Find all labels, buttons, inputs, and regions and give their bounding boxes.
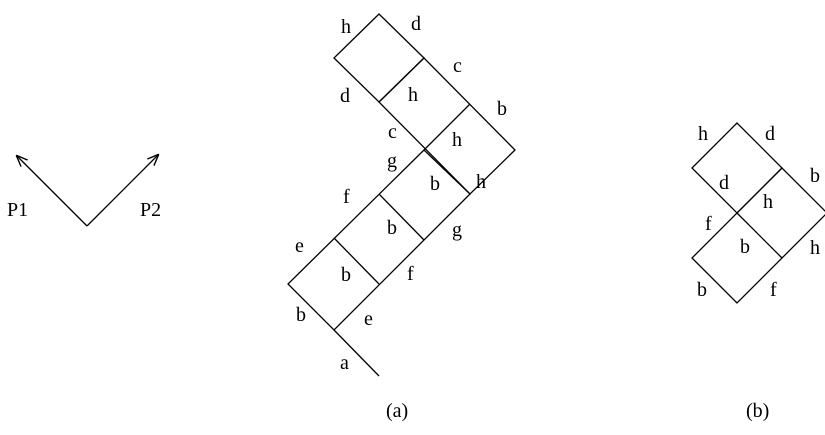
diagram-b-label-1: h	[698, 123, 708, 145]
diagram-a-label-10: b	[430, 173, 440, 195]
diagram-b-label-9: b	[697, 279, 707, 301]
direction-axes: P1 P2	[7, 155, 161, 227]
diagram-a-label-13: b	[387, 217, 397, 239]
diagram-b-divider	[736, 212, 783, 259]
diagram-a-lower-divider-1	[378, 193, 425, 241]
diagram-b-label-8: h	[810, 237, 820, 259]
diagram-a-label-12: f	[343, 186, 350, 208]
diagram-b-label-10: f	[770, 279, 777, 301]
diagram-a-label-7: c	[388, 121, 397, 143]
diagram-b-label-2: d	[765, 123, 775, 145]
diagram-a-label-15: e	[295, 235, 304, 257]
diagram-b-label-7: b	[740, 236, 750, 258]
diagram-b-label-4: d	[719, 172, 729, 194]
diagram-a-label-14: g	[452, 219, 462, 241]
diagram-a-lower-strip	[287, 149, 471, 331]
diagram-b-caption: (b)	[746, 400, 769, 422]
p1-label: P1	[7, 199, 28, 221]
diagram-a-label-1: h	[341, 16, 351, 38]
diagram-a-lower-divider-2	[333, 237, 380, 285]
diagram-b-label-5: h	[763, 191, 773, 213]
diagram-a-upper-strip-divider	[423, 103, 471, 151]
diagram-a-label-11: h	[476, 171, 486, 193]
diagram-a-label-17: f	[407, 263, 414, 285]
diagram-a: h d c d h b c h g b h f b g e b f b e a …	[287, 13, 516, 422]
diagram-a-label-6: b	[497, 98, 507, 120]
diagram-b-label-3: b	[810, 165, 820, 187]
diagram-a-label-19: e	[364, 308, 373, 330]
p2-label: P2	[140, 199, 161, 221]
diagram-a-label-20: a	[340, 352, 349, 374]
diagram-b-label-6: f	[705, 213, 712, 235]
diagram-a-caption: (a)	[386, 400, 408, 422]
diagram-a-label-2: d	[411, 13, 421, 35]
diagram-b: h d b d h f b h b f (b)	[691, 122, 825, 422]
diagram-a-label-5: h	[408, 84, 418, 106]
diagram-a-label-8: h	[452, 129, 462, 151]
diagram-a-label-16: b	[341, 264, 351, 286]
diagram-b-lower-strip	[691, 167, 825, 304]
diagram-a-label-3: c	[453, 55, 462, 77]
p2-arrow	[86, 155, 158, 227]
diagram-a-tail	[333, 329, 380, 377]
diagram-a-label-4: d	[340, 85, 350, 107]
p1-arrow	[17, 156, 88, 227]
diagram-a-label-18: b	[296, 304, 306, 326]
diagram-a-label-9: g	[387, 150, 397, 172]
